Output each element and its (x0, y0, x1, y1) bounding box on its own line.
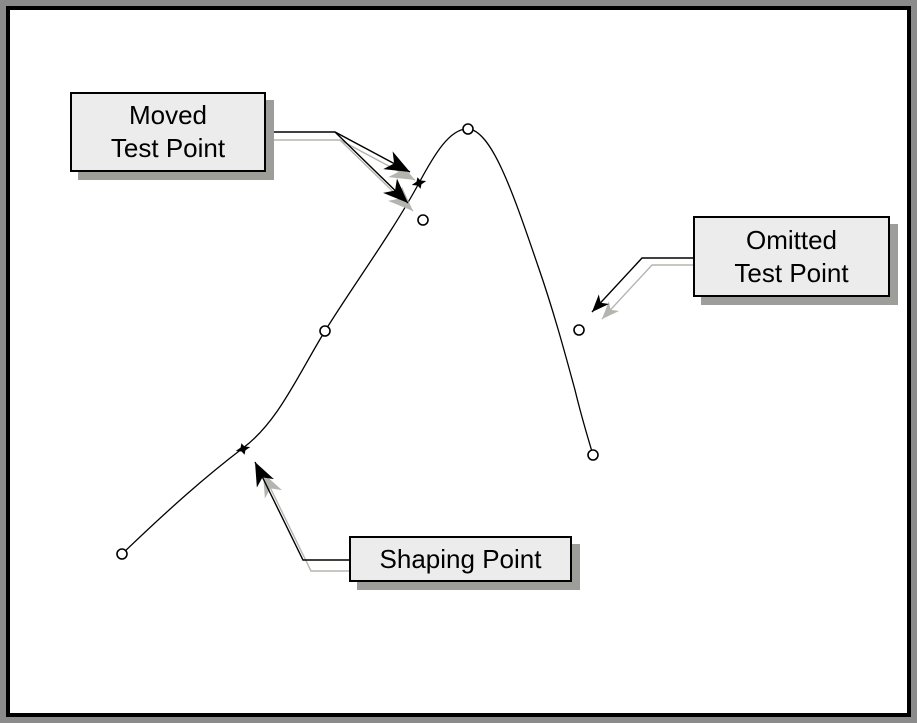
moved-label-box: Moved Test Point (70, 92, 266, 172)
omitted-label-line1: Omitted (745, 224, 838, 255)
shaping-label-line1: Shaping Point (379, 543, 542, 574)
omitted-label-line2: Test Point (734, 257, 849, 288)
omitted-label-box: Omitted Test Point (693, 216, 890, 297)
moved-label-line2: Test Point (110, 133, 226, 163)
moved-label-line1: Moved (128, 100, 208, 130)
shaping-label-box: Shaping Point (349, 536, 572, 582)
